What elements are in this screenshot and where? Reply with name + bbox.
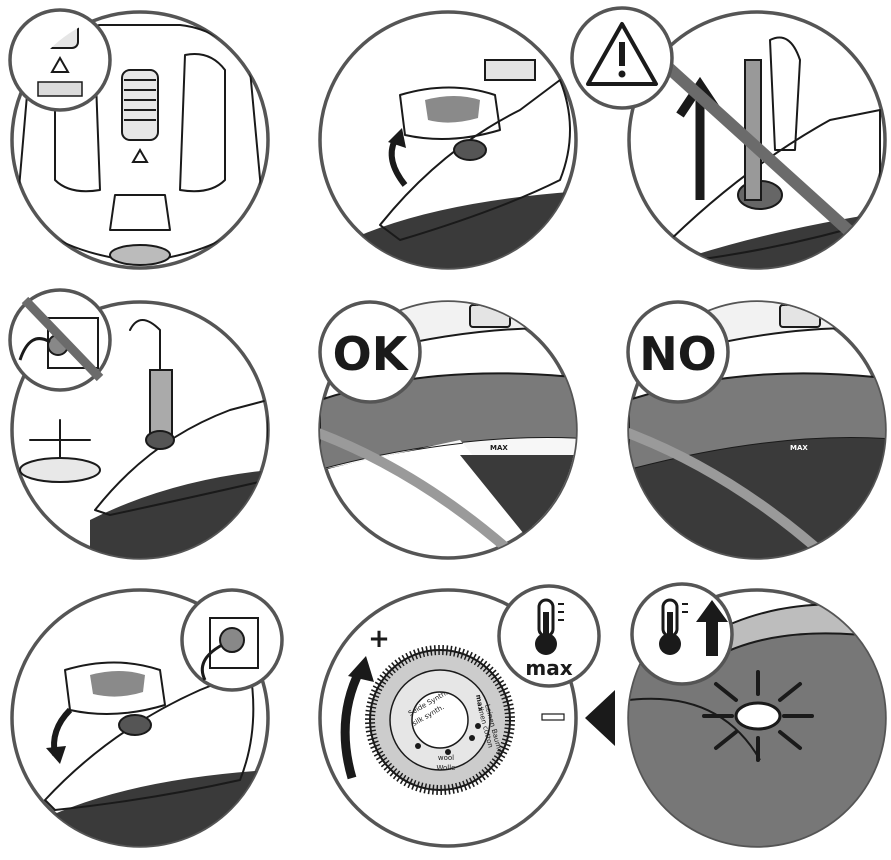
no-tap-icon — [18, 296, 104, 382]
max-marking-ok: MAX — [490, 444, 508, 452]
panel-no-overfill: MAX NO — [626, 300, 887, 560]
rotate-arrow-icon — [340, 667, 365, 780]
dial-wool-en: wool — [438, 754, 454, 762]
pointer-triangle-icon — [585, 690, 615, 746]
panel-fill-tap — [8, 288, 270, 560]
ok-label: OK — [333, 327, 410, 381]
plug-icon — [219, 627, 245, 653]
max-marking-no: MAX — [790, 444, 808, 452]
plus-sign: + — [368, 624, 390, 654]
dial-wool: Wolle — [437, 764, 456, 772]
no-label: NO — [639, 327, 717, 381]
panel-warning-no-lift — [570, 6, 887, 270]
panel-iron-top-view — [8, 8, 270, 270]
thermometer-icon — [659, 598, 688, 655]
panel-ok-water-level: MAX OK — [318, 300, 578, 560]
dial-max: max — [474, 694, 485, 712]
panel-heating-light — [627, 582, 887, 848]
panel-temperature-dial: Wolle wool Seide Synth. silk synth. Lein… — [318, 584, 615, 848]
thermometer-icon — [535, 598, 564, 655]
thermo-max-label: max — [525, 656, 572, 680]
warning-icon — [586, 22, 658, 86]
arrow-up-icon — [696, 600, 728, 656]
panel-close-cap-plug-in — [10, 588, 284, 848]
panel-open-cap — [318, 10, 578, 270]
